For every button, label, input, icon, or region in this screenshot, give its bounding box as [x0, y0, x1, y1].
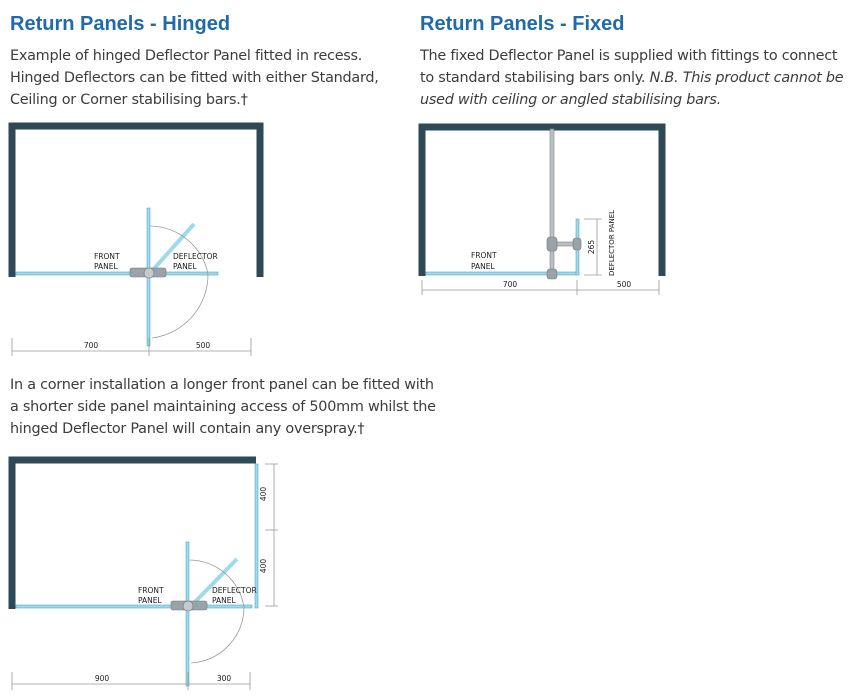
swing-arc	[188, 559, 245, 608]
front-panel-label: PANEL	[138, 596, 163, 605]
front-glass-panel	[15, 604, 189, 609]
fixed-recess-diagram: 265 DEFLECTOR PANEL FRONT PANEL 700 500	[418, 123, 666, 295]
recess-wall	[418, 123, 666, 276]
front-glass-panel	[15, 271, 145, 276]
swing-arc	[149, 225, 209, 275]
corner-description: In a corner installation a longer front …	[10, 374, 436, 440]
hinge-pivot	[143, 267, 155, 279]
corner-description-line: In a corner installation a longer front …	[10, 377, 434, 393]
hinged-description-line: Hinged Deflectors can be fitted with eit…	[10, 70, 379, 86]
fixed-description-line: The fixed Deflector Panel is supplied wi…	[420, 48, 838, 64]
corner-installation-diagram: FRONT PANEL DEFLECTOR PANEL 400 400 900 …	[8, 456, 278, 690]
corner-wall	[8, 456, 256, 609]
fixed-description-line: used with ceiling or angled stabilising …	[420, 89, 843, 111]
front-panel-label: PANEL	[471, 262, 496, 271]
front-panel-label: FRONT	[138, 586, 164, 595]
deflector-glass-diagonal	[149, 222, 196, 274]
dimension-label: 300	[217, 674, 232, 683]
side-glass-panel	[254, 463, 259, 609]
corner-description-line: a shorter side panel maintaining access …	[10, 399, 436, 415]
hinge-pivot	[182, 600, 194, 612]
hinged-description: Example of hinged Deflector Panel fitted…	[10, 45, 379, 111]
fixed-description-plain: to standard stabilising bars only.	[420, 70, 650, 86]
dimension-label: 500	[196, 341, 211, 350]
deflector-glass-open	[185, 541, 190, 687]
bar-clamp	[546, 236, 558, 252]
swing-arc-lower	[151, 273, 209, 339]
dimension-label: 265	[587, 240, 596, 255]
fixed-description-note: N.B. This product cannot be	[649, 70, 844, 86]
fixed-description: The fixed Deflector Panel is supplied wi…	[420, 45, 844, 111]
fixed-description-line: to standard stabilising bars only. N.B. …	[420, 67, 844, 89]
recess-wall	[8, 122, 264, 277]
dimension-label: 400	[259, 559, 268, 574]
fixed-section-title: Return Panels - Fixed	[420, 13, 625, 35]
dimension-label: 700	[84, 341, 99, 350]
deflector-panel-label: PANEL	[173, 262, 198, 271]
deflector-panel-label: DEFLECTOR	[212, 586, 257, 595]
deflector-glass-diagonal	[189, 557, 239, 608]
swing-arc-lower	[190, 606, 245, 664]
dimension-label: 500	[617, 280, 632, 289]
floor-bracket	[546, 268, 558, 280]
front-panel-label: FRONT	[471, 251, 497, 260]
dimension-label: 900	[95, 674, 110, 683]
front-panel-label: FRONT	[94, 252, 120, 261]
deflector-panel-label: DEFLECTOR	[173, 252, 218, 261]
dimension-label: 700	[503, 280, 518, 289]
dimension-label: 400	[259, 487, 268, 502]
corner-description-line: hinged Deflector Panel will contain any …	[10, 421, 365, 437]
hinged-description-line: Example of hinged Deflector Panel fitted…	[10, 48, 363, 64]
front-panel-label: PANEL	[94, 262, 119, 271]
hinged-section-title: Return Panels - Hinged	[10, 13, 231, 35]
bar-clamp	[572, 237, 582, 251]
hinged-recess-diagram: FRONT PANEL DEFLECTOR PANEL 700 500	[8, 122, 264, 356]
hinged-description-line: Ceiling or Corner stabilising bars.†	[10, 92, 248, 108]
fixed-description-note: used with ceiling or angled stabilising …	[420, 92, 721, 108]
deflector-panel-label: DEFLECTOR PANEL	[608, 210, 616, 276]
deflector-panel-label: PANEL	[212, 596, 237, 605]
